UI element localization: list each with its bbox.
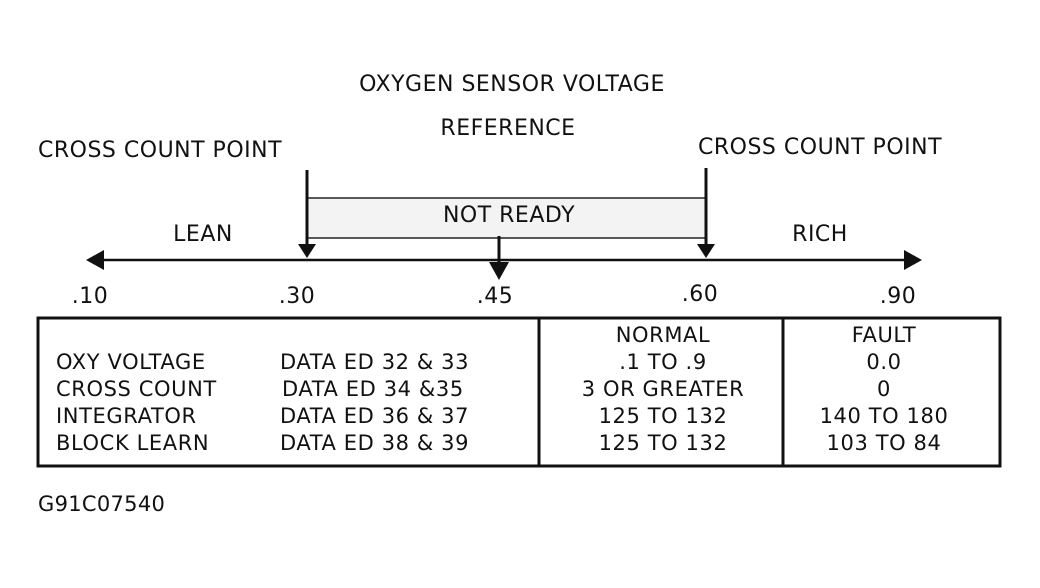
lean-label: LEAN	[173, 222, 233, 247]
row-data: DATA ED 38 & 39	[280, 431, 470, 455]
diagnostic-table: NORMAL FAULT OXY VOLTAGE DATA ED 32 & 33…	[38, 318, 1000, 466]
header-normal: NORMAL	[615, 323, 711, 347]
tick-label: .10	[71, 284, 109, 309]
tick-label: .60	[681, 282, 719, 307]
title-line2: REFERENCE	[440, 116, 576, 141]
arrowhead-045	[489, 262, 509, 280]
row-fault: 0.0	[866, 350, 902, 374]
row-data: DATA ED 36 & 37	[280, 404, 470, 428]
arrowhead-060	[697, 244, 715, 258]
row-normal: 3 OR GREATER	[581, 377, 745, 401]
cross-count-left-label: CROSS COUNT POINT	[38, 138, 283, 163]
row-data: DATA ED 34 &35	[282, 377, 464, 401]
axis-arrow-left	[86, 250, 104, 270]
row-param: CROSS COUNT	[56, 377, 217, 401]
cross-count-right-label: CROSS COUNT POINT	[698, 135, 943, 160]
row-data: DATA ED 32 & 33	[280, 350, 470, 374]
table-border	[36, 316, 1002, 468]
row-param: OXY VOLTAGE	[56, 350, 206, 374]
arrowhead-030	[298, 244, 316, 258]
title-line1: OXYGEN SENSOR VOLTAGE	[359, 72, 665, 97]
tick-label: .45	[476, 284, 514, 309]
figure-id: G91C07540	[38, 492, 166, 516]
row-fault: 140 TO 180	[819, 404, 949, 428]
row-fault: 0	[877, 377, 891, 401]
row-fault: 103 TO 84	[826, 431, 942, 455]
not-ready-band	[306, 197, 707, 239]
axis-arrow-right	[904, 250, 922, 270]
tick-label: .30	[278, 284, 316, 309]
row-normal: .1 TO .9	[619, 350, 707, 374]
rich-label: RICH	[792, 222, 848, 247]
row-normal: 125 TO 132	[598, 431, 728, 455]
tick-label: .90	[879, 284, 917, 309]
row-normal: 125 TO 132	[598, 404, 728, 428]
row-param: BLOCK LEARN	[56, 431, 210, 455]
not-ready-label: NOT READY	[442, 203, 576, 228]
row-param: INTEGRATOR	[56, 404, 197, 428]
header-fault: FAULT	[851, 323, 917, 347]
